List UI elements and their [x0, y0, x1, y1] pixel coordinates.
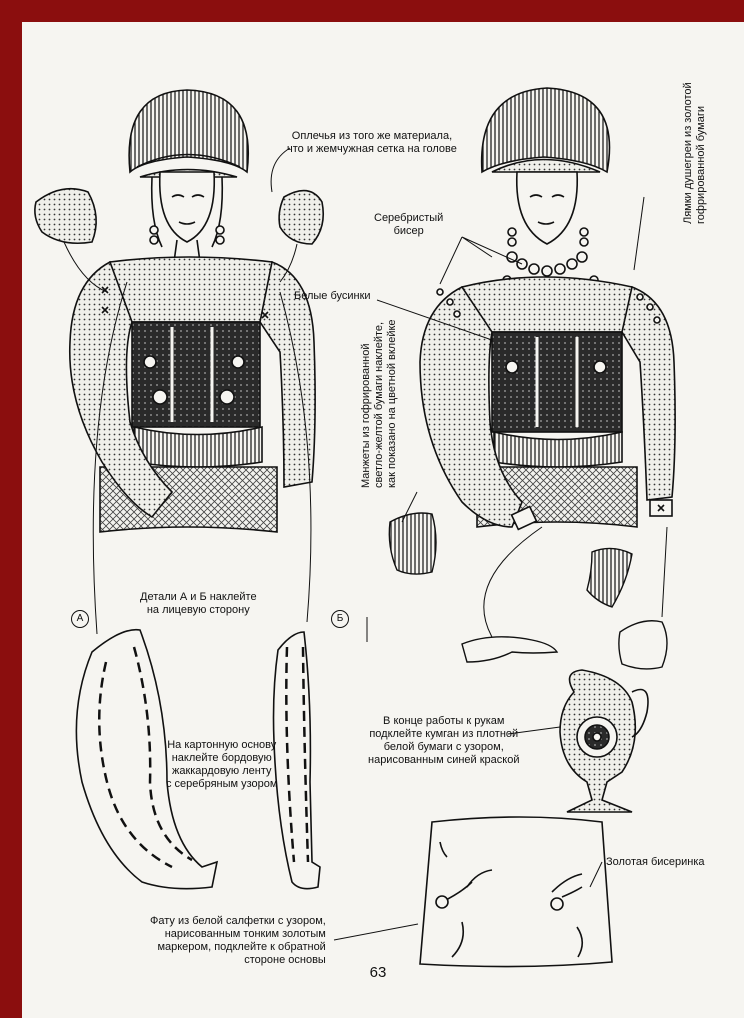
left-shoulder-piece-b: [279, 191, 323, 244]
left-shoulder-piece-a: [35, 189, 96, 244]
hand-left: [462, 637, 557, 662]
cuff-piece-a: [389, 513, 436, 574]
label-oplechya: Оплечья из того же материала,что и жемчу…: [287, 130, 457, 156]
label-belye: Белые бусинки: [294, 290, 371, 303]
cuff-piece-b: [587, 548, 632, 607]
marker-b: Б: [331, 610, 349, 628]
right-kokoshnik: [482, 88, 610, 172]
hand-right: [619, 621, 667, 669]
page-number: 63: [348, 964, 408, 981]
label-zolotaya: Золотая бисеринка: [606, 856, 705, 869]
label-fatu: Фату из белой салфетки с узором,нарисова…: [150, 915, 326, 967]
kumgan-jug: [560, 670, 648, 812]
right-figure: [420, 88, 675, 529]
marker-a: А: [71, 610, 89, 628]
fata-veil: [420, 817, 612, 967]
left-kokoshnik: [129, 90, 248, 177]
detail-b: [274, 632, 321, 889]
book-page: А Б Оплечья из того же материала,что и ж…: [22, 22, 744, 1018]
